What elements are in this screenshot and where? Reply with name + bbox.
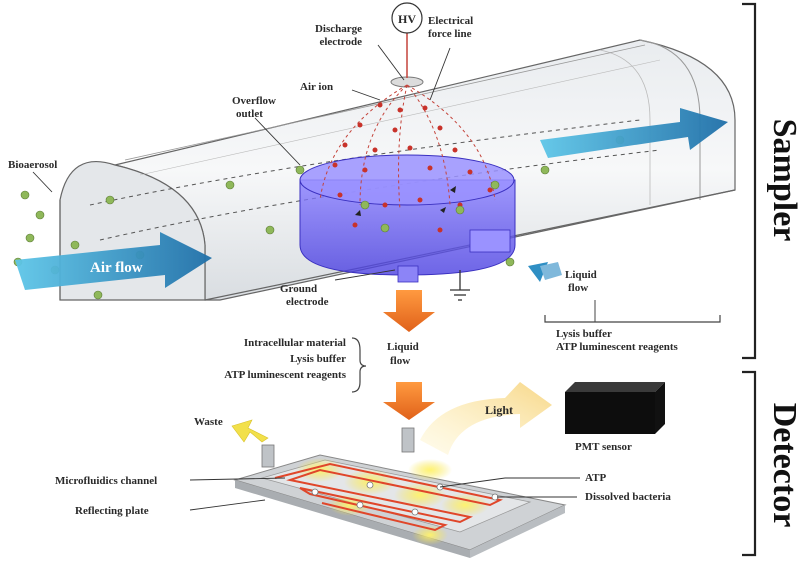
atp-reagents-middle-label: ATP luminescent reagents (224, 369, 347, 381)
right-reagent-brace (544, 315, 721, 323)
leader-lines (32, 44, 577, 511)
hv-label: HV (398, 12, 416, 26)
dissolved-bacteria-label: Dissolved bacteria (585, 491, 671, 503)
sampler-bracket (742, 2, 757, 360)
light-label: Light (485, 403, 513, 417)
sampler-section-label: Sampler (766, 119, 800, 242)
atp-reagents-right-label: ATP luminescent reagents (556, 341, 679, 353)
intracellular-material-label: Intracellular material (244, 337, 346, 349)
microfluidics-channel-label: Microfluidics channel (55, 475, 157, 487)
particle-direction-arrows (355, 186, 456, 216)
ground-symbol (450, 270, 470, 301)
liquid-flow-middle-label-line1: Liquid (387, 341, 419, 353)
ground-electrode-label-line2: electrode (286, 296, 329, 308)
air-flow-outlet-arrow (540, 108, 728, 158)
pmt-sensor-box (565, 382, 665, 434)
microfluidic-serpentine-channel (274, 462, 504, 532)
light-beam (420, 382, 552, 455)
reflecting-plate-label: Reflecting plate (75, 505, 149, 517)
bioaerosol-label: Bioaerosol (8, 159, 57, 171)
liquid-inflow-arrow-body (540, 262, 562, 280)
lysis-buffer-right-label: Lysis buffer (556, 328, 612, 340)
lysis-buffer-middle-label: Lysis buffer (290, 353, 346, 365)
waste-arrow (231, 419, 269, 443)
outlet-port (261, 444, 275, 468)
discharge-electrode-label-line2: electrode (319, 36, 362, 48)
liquid-flow-arrow-lower (383, 382, 435, 420)
discharge-electrode-label-line1: Discharge (315, 23, 362, 35)
pmt-sensor-label: PMT sensor (575, 441, 632, 453)
high-voltage-source: HV (391, 2, 423, 78)
electrical-force-label-line1: Electrical (428, 15, 473, 27)
ground-electrode-label-line1: Ground (280, 283, 317, 295)
liquid-flow-middle-label-line2: flow (390, 355, 410, 367)
detector-section-label: Detector (766, 403, 800, 528)
overflow-outlet-label-line2: outlet (236, 108, 263, 120)
air-flow-label: Air flow (90, 260, 143, 276)
air-ion-label: Air ion (300, 81, 333, 93)
bioaerosol-particles (13, 135, 625, 300)
liquid-flow-arrow-upper (383, 290, 435, 332)
detector-bracket (742, 370, 757, 557)
electrical-force-label-line2: force line (428, 28, 472, 40)
air-flow-inlet-arrow (15, 232, 212, 290)
waste-label: Waste (194, 416, 223, 428)
atp-label: ATP (585, 472, 606, 484)
liquid-flow-right-label-line1: Liquid (565, 269, 597, 281)
liquid-flow-right-label-line2: flow (568, 282, 588, 294)
middle-reagent-brace (351, 337, 367, 393)
overflow-outlet-label-line1: Overflow (232, 95, 276, 107)
inlet-port (401, 427, 415, 453)
